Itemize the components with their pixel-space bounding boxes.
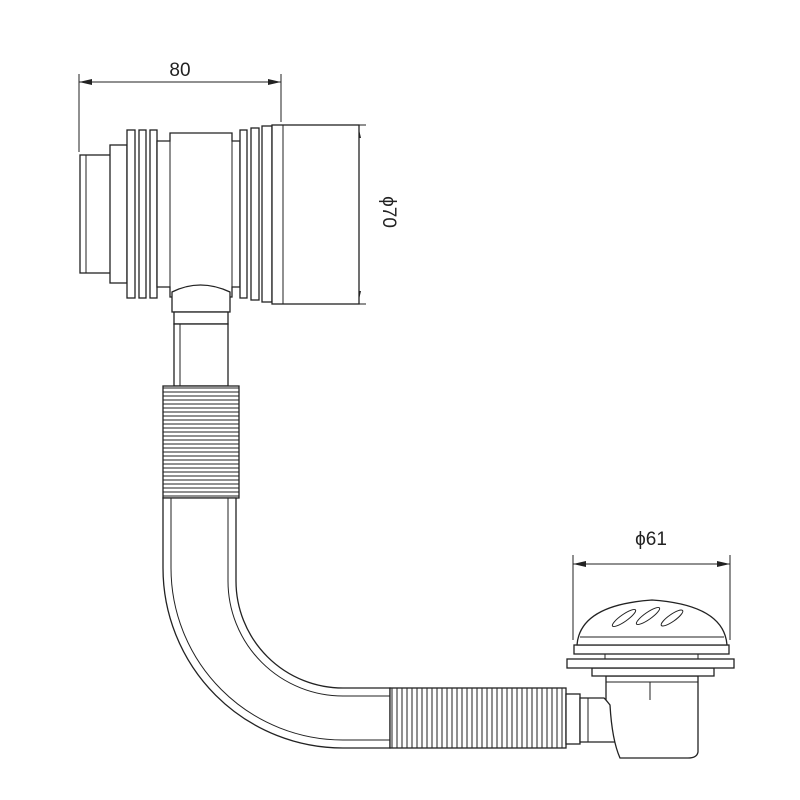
dimension-waste-diameter: ϕ61 — [572, 529, 731, 640]
vertical-pipe — [173, 323, 229, 387]
vertical-corrugated-hose — [162, 385, 240, 499]
overflow-assembly — [79, 124, 360, 325]
waste-fitting — [565, 599, 735, 759]
dimension-width-label: 80 — [169, 60, 190, 81]
pipe-bend — [162, 497, 391, 749]
dimension-overflow-diameter-label: ϕ70 — [378, 196, 399, 228]
dimension-width: 80 — [78, 60, 282, 152]
horizontal-corrugated-hose — [389, 687, 567, 749]
dimension-waste-diameter-label: ϕ61 — [635, 529, 667, 550]
